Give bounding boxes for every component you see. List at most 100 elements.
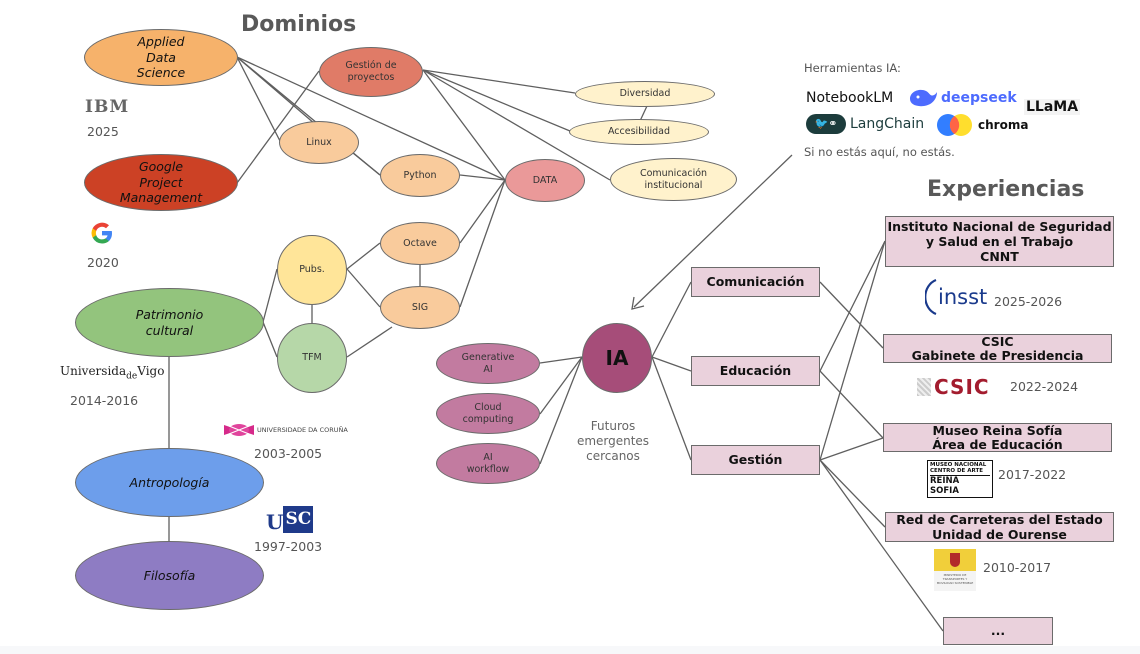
edge-data-octave <box>459 179 506 244</box>
node-accesibilidad[interactable]: Accesibilidad <box>569 119 709 145</box>
node-filosofia[interactable]: Filosofía <box>75 541 264 610</box>
edge-wf-ia <box>539 356 583 465</box>
experience-label: y Salud en el Trabajo <box>925 234 1074 249</box>
node-data[interactable]: DATA <box>505 159 585 202</box>
logo-text: CSIC <box>934 375 990 399</box>
experience-more[interactable]: ... <box>943 617 1053 645</box>
tool-deepseek: deepseek <box>908 87 1017 109</box>
edge-gp-diversidad <box>422 69 576 94</box>
experience-label: Instituto Nacional de Seguridad <box>887 219 1112 234</box>
node-linux[interactable]: Linux <box>279 121 359 164</box>
logo-text: de <box>126 371 138 382</box>
node-label: Octave <box>403 237 437 249</box>
node-antropologia[interactable]: Antropología <box>75 448 264 517</box>
insst-arc-icon <box>925 278 937 316</box>
years-insst: 2025-2026 <box>994 294 1063 309</box>
node-tfm[interactable]: TFM <box>277 323 347 393</box>
node-label: Accesibilidad <box>607 126 671 138</box>
node-label: Python <box>403 169 437 181</box>
node-label: Antropología <box>129 474 210 490</box>
caption-line: Futuros <box>590 419 636 433</box>
area-comunicacion[interactable]: Comunicación <box>691 267 820 297</box>
node-octave[interactable]: Octave <box>380 222 460 265</box>
tool-label: chroma <box>978 118 1029 132</box>
node-label: Science <box>136 65 186 81</box>
node-label: Patrimonio <box>135 306 204 322</box>
node-label: institucional <box>644 179 703 191</box>
deepseek-whale-icon <box>910 89 937 107</box>
node-label: AI <box>483 363 493 375</box>
edge-ges-red <box>819 459 886 528</box>
years-csic: 2022-2024 <box>1010 379 1079 394</box>
udc-emblem-icon <box>224 424 254 436</box>
edge-edu-insst <box>819 240 886 372</box>
tool-llama: LLaMA <box>1024 99 1081 115</box>
area-gestion[interactable]: Gestión <box>691 445 820 475</box>
reina-sofia-logo-icon: MUSEO NACIONAL CENTRO DE ARTE REINA SOFI… <box>927 460 993 498</box>
experience-label: ... <box>990 623 1006 639</box>
node-diversidad[interactable]: Diversidad <box>575 81 715 107</box>
node-label: proyectos <box>347 72 395 83</box>
logo-text: UNIVERSIDADE DA CORUÑA <box>257 426 348 434</box>
insst-logo-icon: insst <box>925 278 987 316</box>
node-python[interactable]: Python <box>380 154 460 197</box>
years-udc: 2003-2005 <box>254 446 323 461</box>
title-dominios: Dominios <box>241 12 357 37</box>
node-sig[interactable]: SIG <box>380 286 460 329</box>
caption-line: emergentes <box>576 434 650 448</box>
spain-shield-icon <box>934 549 976 571</box>
edge-pubs-sig <box>346 268 381 308</box>
experience-label: Gabinete de Presidencia <box>911 347 1084 363</box>
node-label: Applied <box>137 34 185 50</box>
node-label: Project <box>139 174 183 190</box>
edge-gpm-gp <box>236 70 320 184</box>
tool-label: deepseek <box>941 90 1017 106</box>
edge-ia-ges <box>651 356 692 461</box>
edge-data-sig <box>459 179 506 308</box>
footer-strip <box>0 646 1140 654</box>
years-usc: 1997-2003 <box>254 539 323 554</box>
tools-tagline: Si no estás aquí, no estás. <box>804 145 955 159</box>
edge-ges-reina <box>819 437 884 461</box>
node-ia[interactable]: IA <box>582 323 652 393</box>
area-label: Educación <box>719 363 792 379</box>
edge-ads-linux2 <box>236 56 281 142</box>
years-ibm: 2025 <box>87 124 119 139</box>
logo-text: MINISTERIO DE TRANSPORTES Y MOVILIDAD SO… <box>936 573 974 585</box>
node-label: Filosofía <box>143 567 196 583</box>
area-educacion[interactable]: Educación <box>691 356 820 386</box>
node-label: Gestión de <box>345 60 397 72</box>
area-label: Comunicación <box>706 274 805 290</box>
node-label: Google <box>138 159 184 175</box>
node-label: Management <box>119 190 203 206</box>
node-label: Pubs. <box>299 264 325 276</box>
tool-chroma: chroma <box>936 113 1028 137</box>
edge-pat-pubs <box>262 268 278 323</box>
edge-pubs-octave <box>346 242 381 270</box>
node-label: Generative <box>461 351 515 363</box>
ibm-logo-icon: IBM <box>85 97 130 117</box>
logo-text: REINA SOFIA <box>930 475 990 496</box>
node-label: Cloud <box>474 401 502 413</box>
edge-gen-ia <box>539 356 583 364</box>
logo-text: CENTRO DE ARTE <box>930 468 983 474</box>
edge-linux-python <box>352 152 381 176</box>
google-logo-icon <box>88 219 116 247</box>
node-pubs[interactable]: Pubs. <box>277 235 347 305</box>
tools-heading: Herramientas IA: <box>804 61 901 75</box>
edge-gp-cominst <box>422 69 611 181</box>
years-red-carreteras: 2010-2017 <box>983 560 1052 575</box>
